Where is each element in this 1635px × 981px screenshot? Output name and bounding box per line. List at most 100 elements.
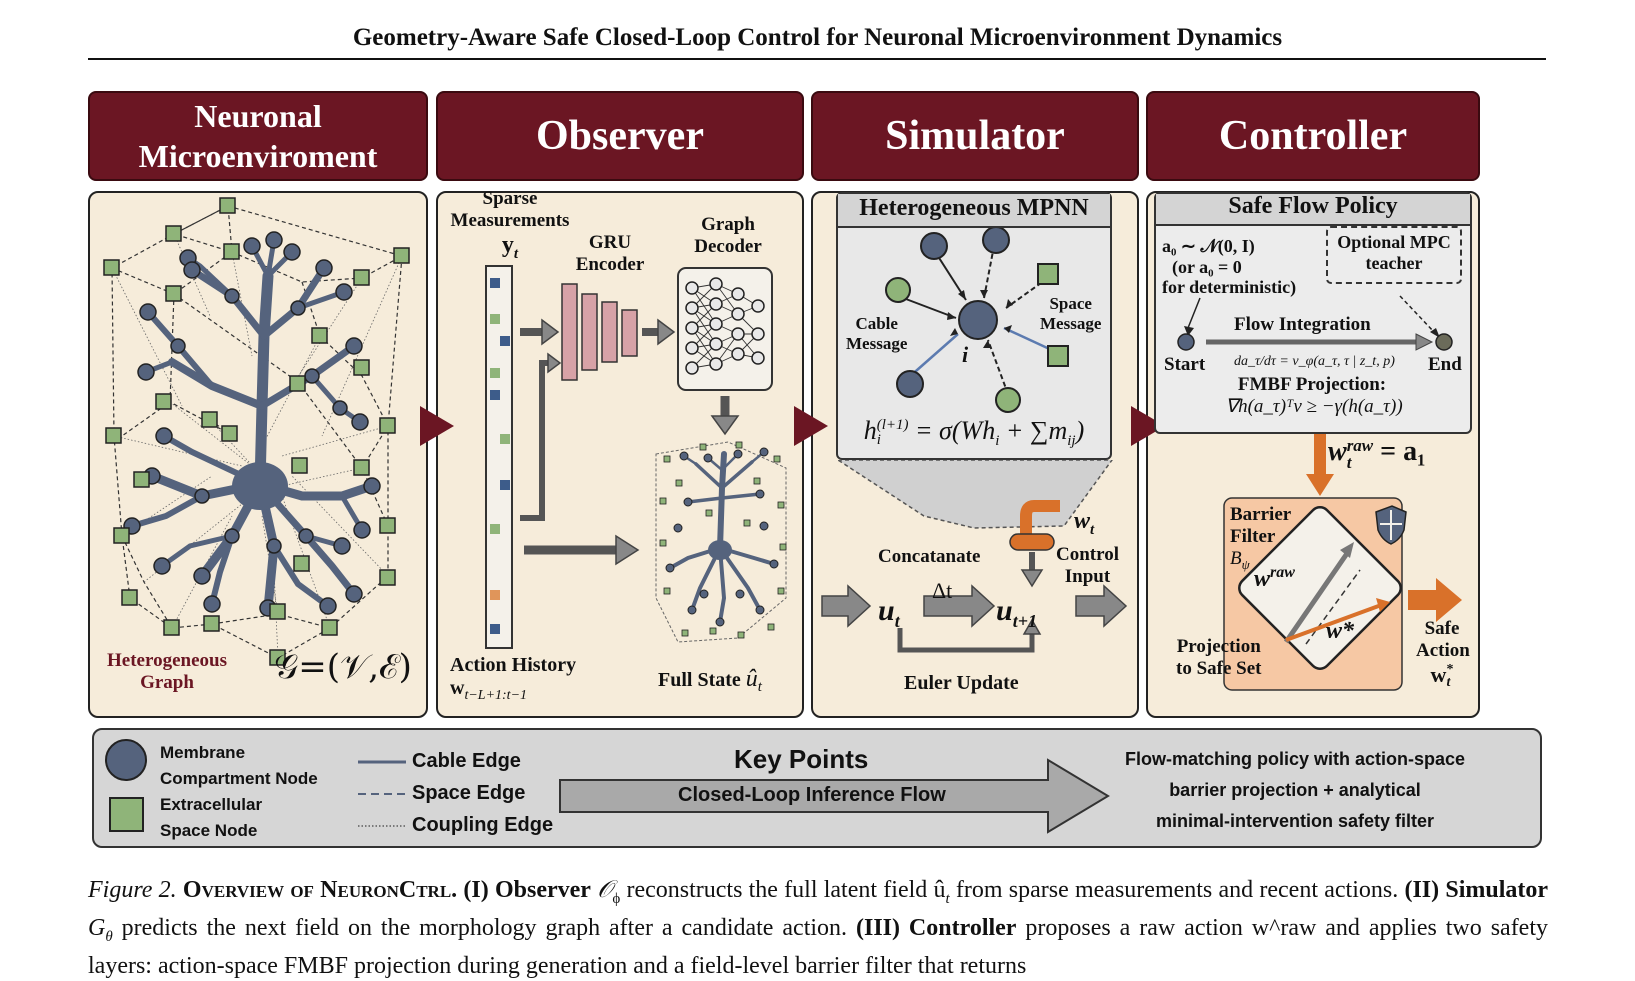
gru-line2: Encoder	[575, 253, 645, 275]
graph-formula: 𝒢=(𝒱,ℰ)	[274, 647, 412, 687]
header-controller: Controller	[1146, 91, 1480, 181]
cable-line2: Message	[846, 333, 908, 353]
full-state-sub: t	[757, 679, 762, 695]
legend-membrane-line2: Compartment Node	[160, 769, 318, 788]
summary-line3: minimal-intervention safety filter	[1155, 811, 1435, 831]
legend-membrane-line1: Membrane	[160, 743, 246, 762]
caption-part2-sym: G	[88, 914, 106, 941]
legend-panel: Membrane Compartment Node Extracellular …	[92, 728, 1542, 848]
neuron-graph	[103, 197, 410, 666]
eq-close: )	[1075, 416, 1085, 445]
inference-flow-label: Closed-Loop Inference Flow	[678, 784, 946, 806]
legend-cable-edge: Cable Edge	[412, 750, 521, 772]
wraw-inner-sup: raw	[1270, 564, 1295, 581]
action-sub: t−L+1:t−1	[464, 688, 528, 703]
graph-label: Heterogeneous Graph	[92, 650, 242, 694]
membrane-nodes	[123, 231, 381, 617]
caption-title: Overview of NeuronCtrl.	[182, 877, 458, 903]
controller-flow	[1223, 434, 1462, 691]
flow-arrowhead-2	[794, 406, 828, 446]
caption-part2-text: predicts the next field on the morpholog…	[112, 914, 848, 941]
barrier-filter-label: Barrier Filter Bψ	[1230, 504, 1291, 572]
mpc-teacher: Optional MPC teacher	[1326, 226, 1462, 284]
safe-flow-title-bar	[1156, 194, 1470, 226]
legend-space-edge: Space Edge	[412, 782, 526, 804]
mpc-line2: teacher	[1365, 252, 1423, 273]
wraw-symbol: w	[1328, 436, 1347, 467]
summary-line2: barrier projection + analytical	[1169, 780, 1421, 800]
ode-label: da_τ/dτ = v_φ(a_τ, τ | z_t, p)	[1234, 354, 1395, 369]
fmbf-label: FMBF Projection:	[1237, 374, 1387, 395]
control-input-label: Control Input	[1056, 544, 1119, 588]
legend-extracellular-line2: Space Node	[160, 821, 258, 840]
figure: Neuronal Microenviroment Observer Simula…	[88, 88, 1548, 878]
safe-sup: *	[1446, 662, 1454, 678]
mpnn-title-bar	[838, 194, 1110, 228]
caption-part1-tail: from sparse measurements and recent acti…	[949, 877, 1399, 903]
header-simulator: Simulator	[811, 91, 1139, 181]
full-state-text: Full State	[658, 669, 741, 691]
space-line1: Space	[1049, 294, 1092, 313]
observer-diagram	[485, 265, 787, 649]
ut-sub: t	[894, 611, 900, 631]
flow-integration-diagram	[1177, 295, 1453, 351]
legend-edge-icons	[358, 760, 406, 827]
eq-tail-sub: ij	[1067, 433, 1076, 450]
legend-extracellular: Extracellular Space Node	[160, 792, 262, 844]
barrier-line2: Filter	[1230, 525, 1276, 547]
legend-membrane: Membrane Compartment Node	[160, 740, 318, 792]
caption-fig-label: Figure 2.	[88, 877, 177, 903]
decoder-label: Graph Decoder	[676, 214, 780, 258]
flow-arrowhead-1	[420, 406, 454, 446]
safe-line1: Safe	[1424, 618, 1460, 639]
concat-label: Concatanate	[878, 546, 981, 567]
wraw-rhs: = a₁	[1373, 436, 1426, 467]
init-line3: for deterministic)	[1162, 277, 1297, 298]
summary-line1: Flow-matching policy with action-space	[1124, 749, 1466, 769]
measurement-ticks	[490, 278, 510, 634]
eq-rhs: = σ(Wh	[908, 416, 996, 445]
caption-part3-text: proposes a raw	[1016, 914, 1176, 941]
eq-tail: + ∑m	[999, 416, 1068, 445]
init-line1: a₀ ∼ 𝒩(0, I)	[1162, 236, 1255, 256]
caption-part1-sym: 𝒪	[597, 877, 613, 903]
safe-flow-box	[1154, 192, 1472, 434]
running-title: Geometry-Aware Safe Closed-Loop Control …	[352, 24, 1283, 51]
key-points-title: Key Points	[734, 744, 869, 774]
ut1-symbol: u	[996, 594, 1013, 627]
title-rule	[88, 58, 1546, 60]
membrane-node-icon	[105, 739, 147, 781]
soma	[232, 462, 288, 510]
ut-label: ut	[878, 594, 900, 632]
flow-integration-label: Flow Integration	[1234, 314, 1371, 335]
barrier-sub: ψ	[1241, 556, 1250, 572]
figure-caption: Figure 2. Overview of NeuronCtrl. (I) Ob…	[88, 876, 1548, 981]
barrier-symbol: B	[1230, 547, 1242, 569]
sparse-line2: Measurements	[450, 209, 570, 231]
eq-rhs-sub: i	[995, 433, 1000, 450]
caption-part3-bold: (III) Controller	[855, 914, 1017, 941]
wraw-inner-label: wraw	[1254, 564, 1295, 594]
cable-line1: Cable	[855, 314, 898, 333]
wt-control-label: wt	[1074, 508, 1094, 539]
sparse-sub: t	[513, 245, 519, 262]
safe-line2: Action	[1416, 639, 1470, 661]
full-state-graph	[655, 441, 787, 643]
action-history-text: Action History	[450, 654, 577, 676]
caption-part1-sub: ϕ	[612, 890, 621, 907]
inference-flow-arrow	[559, 758, 1110, 834]
key-summary: Flow-matching policy with action-space b…	[1100, 744, 1490, 837]
mpnn-title: Heterogeneous MPNN	[859, 195, 1089, 221]
mpnn-update-equation: h(l+1)i = σ(Whi + ∑mij)	[842, 416, 1106, 450]
graph-label-line1: Heterogeneous	[107, 650, 227, 671]
action-symbol: w	[450, 677, 465, 699]
eq-sup: (l+1)	[876, 417, 909, 434]
measurement-bar	[485, 265, 513, 649]
mpc-line1: Optional MPC	[1337, 232, 1451, 252]
wraw-sup: raw	[1346, 435, 1374, 455]
full-state-symbol: û	[745, 666, 758, 692]
projection-label: Projection to Safe Set	[1176, 636, 1261, 680]
gru-label: GRU Encoder	[562, 232, 658, 276]
graph-label-line2: Graph	[140, 671, 194, 693]
full-state-label: Full State ût	[658, 666, 762, 696]
